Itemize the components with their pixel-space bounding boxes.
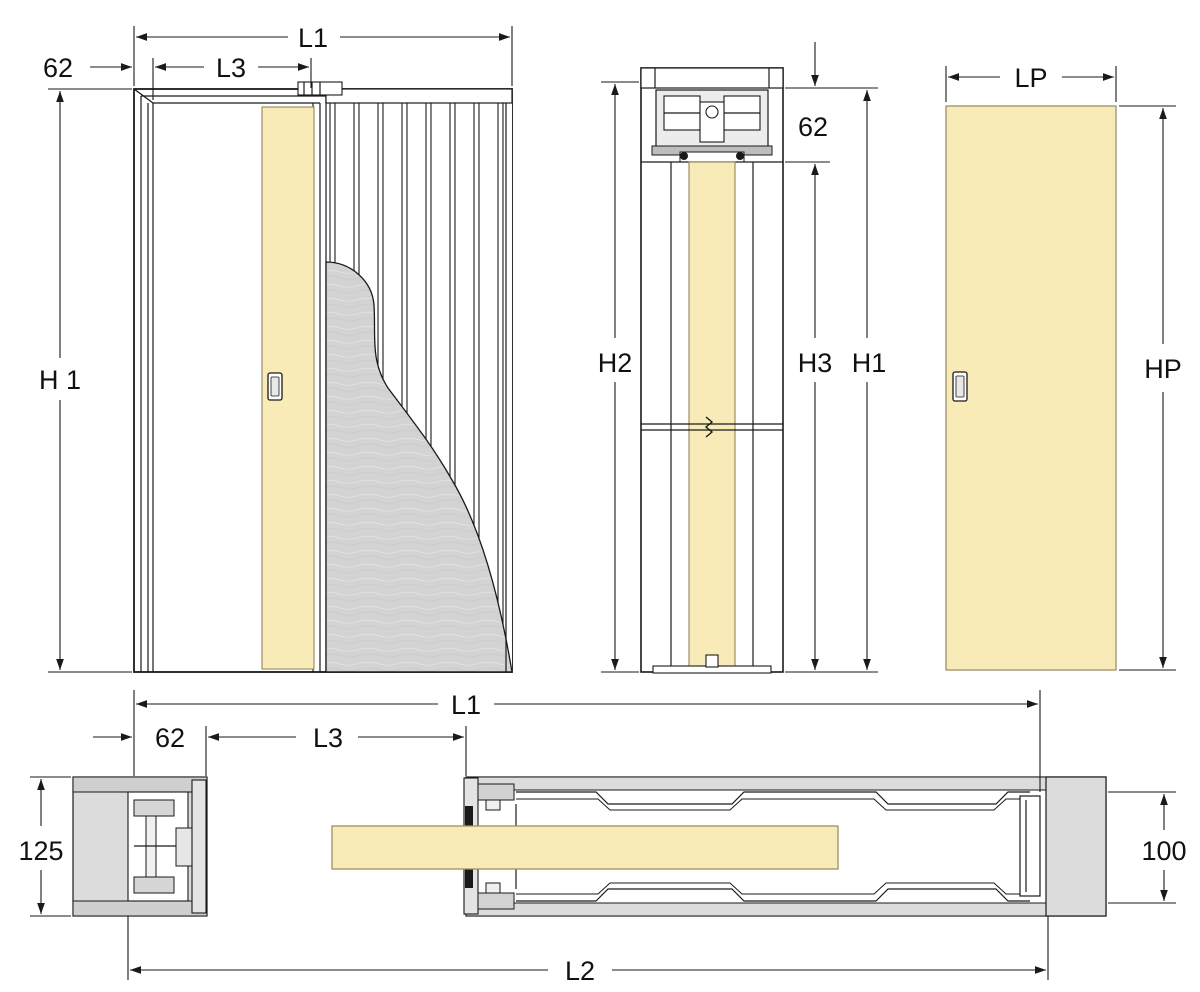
track-profile (651, 89, 773, 163)
pocket-plaster-bottom (465, 902, 1107, 917)
dim-label-h1-side: H1 (852, 348, 887, 378)
dim-label-h1-front: H 1 (39, 365, 81, 395)
panel-view (945, 105, 1117, 671)
dim-label-100: 100 (1141, 836, 1186, 866)
header-top (640, 67, 784, 89)
dim-label-lp: LP (1014, 63, 1047, 93)
floor-guide-pin (705, 654, 719, 668)
left-wall-plaster (72, 776, 208, 793)
front-view (133, 81, 513, 673)
dim-label-h2: H2 (598, 348, 633, 378)
left-jamb-profile (127, 779, 207, 914)
top-track (325, 88, 513, 104)
steel-sheet-bottom-inner (516, 882, 1030, 895)
pocket-plaster-top (465, 776, 1107, 791)
steel-sheet-top (516, 791, 1030, 805)
dim-label-62-plan: 62 (155, 723, 185, 753)
left-wall-plaster (72, 900, 208, 917)
plaster-cutaway (325, 261, 513, 673)
dim-label-l1-plan: L1 (451, 690, 481, 720)
dim-label-hp: HP (1144, 354, 1182, 384)
front-dimensions: L1 62 L3 H 1 (39, 23, 513, 673)
corner-line (133, 88, 154, 104)
door-panel-side (688, 161, 736, 669)
dim-label-l3-front: L3 (216, 53, 246, 83)
dim-label-62-side: 62 (798, 112, 828, 142)
dim-label-h3: H3 (798, 348, 833, 378)
right-wall-section (1045, 776, 1107, 917)
steel-sheet-top-inner (516, 798, 1030, 811)
side-view (640, 67, 784, 674)
steel-sheet-bottom (516, 888, 1030, 902)
panel-dimensions: LP HP (945, 63, 1182, 671)
door-panel-elevation (945, 105, 1117, 671)
plan-dimensions: L1 62 L3 125 100 L2 (18, 690, 1187, 986)
dim-label-l3-plan: L3 (313, 723, 343, 753)
end-stop (1019, 795, 1041, 897)
recessed-handle-icon (952, 371, 968, 402)
plan-view (72, 776, 1107, 917)
dim-label-62-front: 62 (43, 53, 73, 83)
break-symbol-icon (704, 416, 714, 438)
side-dimensions: H2 62 H3 H1 (598, 42, 887, 673)
recessed-handle-icon (267, 372, 283, 401)
pocket-jamb-profile (463, 777, 515, 915)
dim-label-l2: L2 (565, 956, 595, 986)
dim-label-l1-top: L1 (298, 23, 328, 53)
door-panel-plan (331, 825, 839, 870)
dim-label-125: 125 (18, 836, 63, 866)
